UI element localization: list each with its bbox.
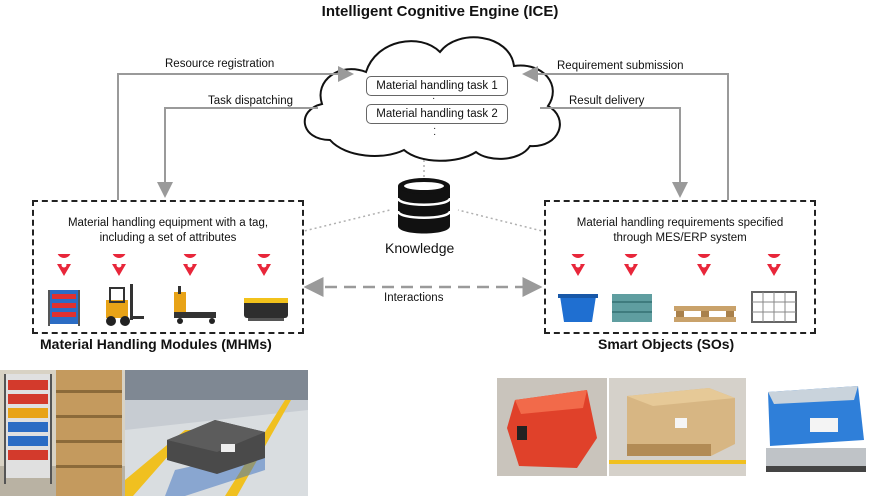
database-icon — [396, 178, 452, 234]
so-description: Material handling requirements specified… — [576, 217, 784, 244]
mhm-icons — [48, 254, 288, 326]
knowledge-label: Knowledge — [385, 240, 455, 256]
resource-registration-arrow — [117, 66, 354, 200]
result-delivery-label: Result delivery — [569, 95, 645, 107]
diagram-title: Intelligent Cognitive Engine (ICE) — [321, 3, 559, 20]
orange-bin-photo — [497, 378, 607, 476]
interactions-label: Interactions — [384, 292, 444, 304]
resource-registration-label: Resource registration — [165, 58, 275, 70]
mhm-box: Material handling equipment with a tag, … — [32, 200, 304, 334]
wooden-crate-photo — [609, 378, 746, 476]
agv-robot-icon — [167, 420, 265, 474]
requirement-submission-label: Requirement submission — [557, 60, 684, 72]
shelf-rack-photo — [0, 370, 125, 496]
task-dispatching-label: Task dispatching — [208, 95, 294, 107]
shelf-rack-icon — [48, 290, 80, 326]
result-delivery-arrow — [540, 107, 688, 198]
blue-bin-agv-photo — [758, 382, 870, 492]
teal-crate-icon — [612, 294, 652, 322]
wooden-pallet-icon — [674, 306, 736, 322]
blue-bin-icon — [558, 294, 598, 322]
task-dispatching-arrow — [157, 107, 318, 198]
cloud-task-2: Material handling task 2 — [366, 104, 508, 124]
so-icons — [558, 254, 797, 323]
agv-robot-icon — [244, 298, 288, 321]
so-heading: Smart Objects (SOs) — [598, 336, 735, 352]
cloud-ellipsis-2: ·· — [433, 123, 437, 140]
cloud-task-1: Material handling task 1 — [366, 76, 508, 96]
forklift-icon — [106, 284, 144, 326]
so-box: Material handling requirements specified… — [544, 200, 816, 334]
agv-photo — [125, 370, 308, 496]
pallet-truck-icon — [174, 286, 216, 324]
mhm-heading: Material Handling Modules (MHMs) — [40, 336, 272, 352]
requirement-submission-arrow — [522, 66, 729, 200]
wire-cage-icon — [751, 291, 797, 323]
cloud-ellipsis-1: · — [432, 93, 436, 104]
mhm-description: Material handling equipment with a tag, … — [67, 217, 269, 244]
